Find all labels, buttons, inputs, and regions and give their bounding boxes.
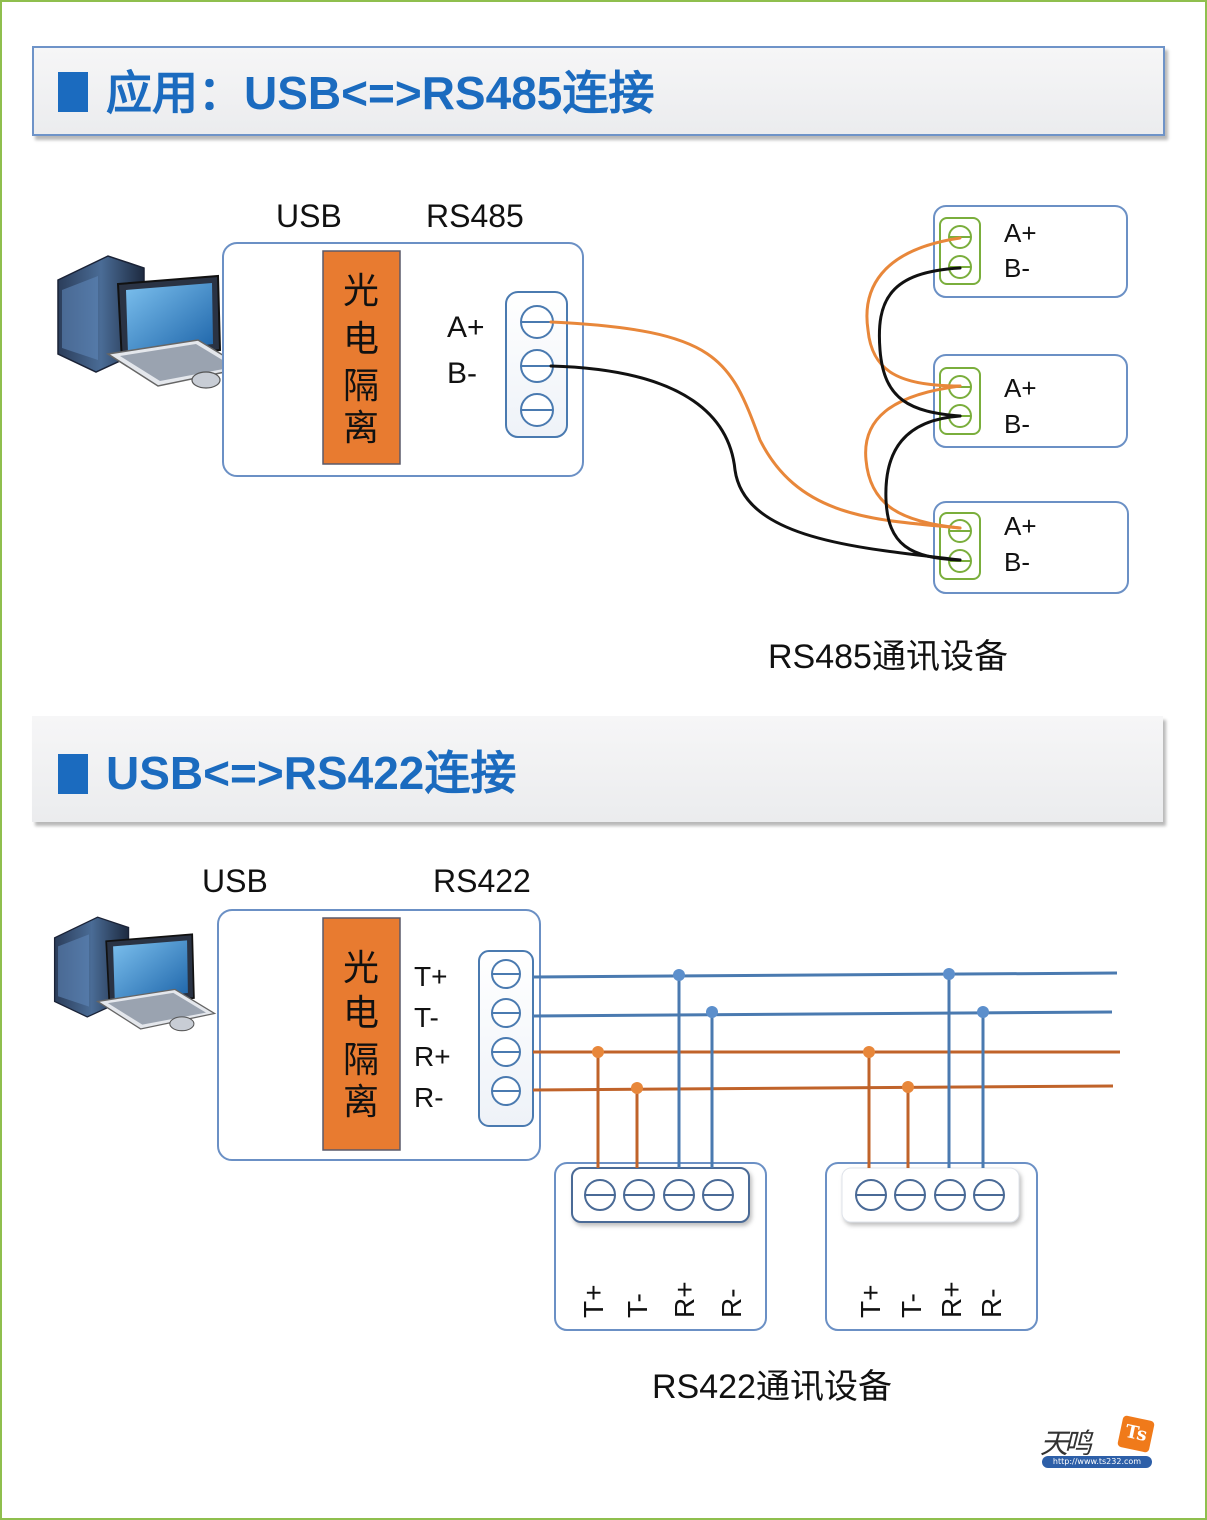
section2-banner: USB<=>RS422连接 [32, 716, 1163, 822]
optical-isolator [322, 250, 401, 465]
device-pin-label: T- [896, 1293, 927, 1318]
usb-label: USB [276, 198, 342, 234]
computer-icon [57, 255, 247, 389]
device-pin-label: A+ [1004, 218, 1037, 248]
bus-r-minus [532, 1084, 1114, 1092]
wire-a-plus [549, 320, 962, 530]
device-pin-label: R+ [936, 1281, 967, 1318]
rs422-caption: RS422通讯设备 [652, 1368, 892, 1406]
rs485-device: A+ B- [933, 501, 1129, 594]
rs485-label: RS485 [426, 198, 524, 234]
device-pin-label: T- [622, 1293, 653, 1318]
banner-square-icon [58, 72, 88, 112]
device-pin-label: A+ [1004, 373, 1037, 403]
screw-terminal [491, 959, 521, 989]
device-pin-label: B- [1004, 409, 1030, 439]
rs485-device: A+ B- [933, 205, 1128, 298]
pin-label: T+ [414, 961, 447, 992]
wire-b-daisy [884, 414, 962, 562]
screw-terminal [520, 393, 554, 427]
pin-label: R+ [414, 1041, 451, 1072]
device-pin-label: B- [1004, 547, 1030, 577]
banner-square-icon [58, 754, 88, 794]
device-pin-label: R+ [669, 1281, 700, 1318]
section1-title: 应用：USB<=>RS485连接 [106, 67, 655, 119]
rs422-device: T+ T- R+ R- [554, 1162, 767, 1331]
screw-terminal [520, 305, 554, 339]
device-pin-label: A+ [1004, 511, 1037, 541]
usb-label: USB [202, 863, 268, 899]
rs422-label: RS422 [433, 863, 531, 899]
converter-box [222, 242, 584, 477]
wire-b-minus [549, 364, 962, 562]
isolator-char: 电 [343, 992, 379, 1033]
screw-terminal [520, 349, 554, 383]
isolator-char: 光 [343, 270, 379, 311]
pin-label: T- [414, 1002, 439, 1033]
isolator-char: 离 [343, 407, 379, 448]
optical-isolator [322, 917, 401, 1151]
isolator-char: 电 [343, 318, 379, 359]
watermark-url: http://www.ts232.com [1042, 1456, 1152, 1468]
device-pin-label: R- [976, 1288, 1007, 1318]
isolator-char: 隔 [343, 365, 379, 406]
wire-b-daisy [877, 266, 962, 418]
device-pin-label: T+ [855, 1285, 886, 1318]
pin-label-b: B- [447, 357, 477, 390]
wire-a-daisy [864, 384, 962, 530]
screw-terminal [491, 998, 521, 1028]
device-pin-label: T+ [578, 1285, 609, 1318]
section1-banner: 应用：USB<=>RS485连接 [32, 46, 1165, 136]
junction-dots [592, 968, 989, 1094]
section2-title: USB<=>RS422连接 [106, 747, 517, 799]
screw-terminal [491, 1076, 521, 1106]
computer-icon [53, 916, 217, 1032]
screw-terminal [491, 1037, 521, 1067]
watermark-script: 天鸣 [1040, 1427, 1092, 1460]
rs485-device: A+ B- [933, 354, 1128, 448]
ts-logo-icon: Ts [1117, 1415, 1155, 1453]
pin-label-a: A+ [447, 311, 485, 344]
bus-t-plus [532, 971, 1118, 979]
isolator-char: 光 [343, 947, 379, 988]
isolator-char: 离 [343, 1081, 379, 1122]
pin-label: R- [414, 1082, 444, 1113]
rs422-device: T+ T- R+ R- [825, 1162, 1038, 1331]
device-pin-label: R- [716, 1288, 747, 1318]
watermark-logo: 天鸣 Ts http://www.ts232.com [1040, 1415, 1155, 1474]
bus-t-minus [532, 1010, 1113, 1018]
wire-a-daisy [865, 236, 962, 388]
device-pin-label: B- [1004, 253, 1030, 283]
rs485-caption: RS485通讯设备 [768, 638, 1008, 676]
isolator-char: 隔 [343, 1039, 379, 1080]
